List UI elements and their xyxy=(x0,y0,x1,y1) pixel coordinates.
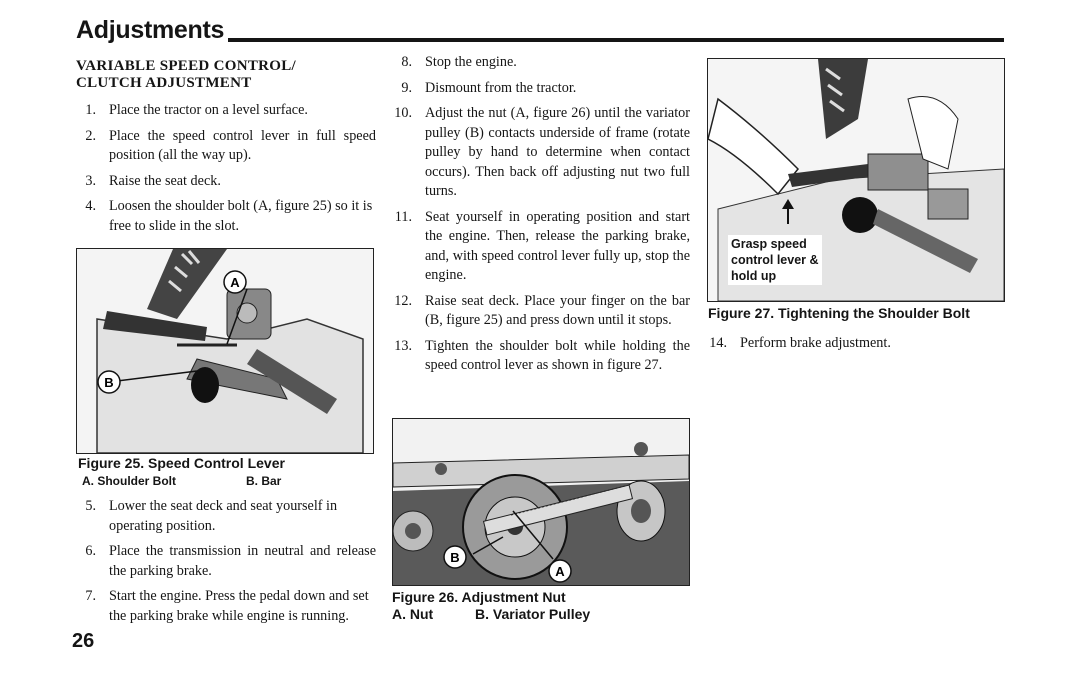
step-10: 10.Adjust the nut (A, figure 26) until t… xyxy=(394,105,690,199)
step-6: 6.Place the transmission in neutral and … xyxy=(85,543,376,579)
step-11: 11.Seat yourself in operating position a… xyxy=(394,208,690,284)
step-3: 3.Raise the seat deck. xyxy=(85,172,221,189)
callout-line-3: hold up xyxy=(731,269,777,283)
figure-25-image: A B xyxy=(76,248,374,454)
step-5: 5.Lower the seat deck and seat yourself … xyxy=(85,498,338,534)
section-title-line-2: CLUTCH ADJUSTMENT xyxy=(76,75,252,91)
callout-line-2: control lever & xyxy=(731,253,819,267)
figure-25-caption: Figure 25. Speed Control Lever xyxy=(78,455,285,471)
figure-27-callout: Grasp speed control lever & hold up xyxy=(728,235,822,285)
column-middle: 8.Stop the engine. 9.Dismount from the t… xyxy=(392,53,690,382)
column-right: 14.Perform brake adjustment. xyxy=(707,334,1003,360)
adjustment-nut-illustration: B A xyxy=(393,419,689,585)
figure-26-legend-b: B. Variator Pulley xyxy=(475,606,591,622)
figure-26-legend-a: A. Nut xyxy=(392,606,434,622)
step-1: 1.Place the tractor on a level surface. xyxy=(85,102,308,118)
figure-26-image: B A xyxy=(392,418,690,586)
step-13: 13.Tighten the shoulder bolt while holdi… xyxy=(394,337,690,374)
heading-rule xyxy=(228,38,1004,42)
figure-25-label-a: A xyxy=(230,275,240,290)
figure-26-label-b: B xyxy=(450,550,459,565)
figure-25-legend-a: A. Shoulder Bolt xyxy=(82,474,176,488)
figure-25-label-b: B xyxy=(104,375,113,390)
column-left: VARIABLE SPEED CONTROL/ CLUTCH ADJUSTMEN… xyxy=(76,58,376,242)
figure-27-image: Grasp speed control lever & hold up xyxy=(707,58,1005,302)
speed-control-lever-illustration: A B xyxy=(77,249,373,453)
step-12: 12.Raise seat deck. Place your finger on… xyxy=(394,292,690,329)
column-left-lower: 5.Lower the seat deck and seat yourself … xyxy=(76,497,376,632)
step-8: 8.Stop the engine. xyxy=(401,54,517,70)
step-2: 2.Place the speed control lever in full … xyxy=(85,127,376,164)
figure-26-label-a: A xyxy=(555,564,565,579)
callout-line-1: Grasp speed xyxy=(731,237,807,251)
section-title: VARIABLE SPEED CONTROL/ CLUTCH ADJUSTMEN… xyxy=(76,58,336,92)
section-title-line-1: VARIABLE SPEED CONTROL/ xyxy=(76,58,297,74)
figure-26-caption: Figure 26. Adjustment Nut xyxy=(392,589,566,605)
page-heading: Adjustments xyxy=(76,16,225,44)
figure-27-caption: Figure 27. Tightening the Shoulder Bolt xyxy=(708,305,970,321)
page-number: 26 xyxy=(72,630,95,652)
step-7: 7.Start the engine. Press the pedal down… xyxy=(85,588,369,624)
step-4: 4.Loosen the shoulder bolt (A, figure 25… xyxy=(85,198,373,234)
step-9: 9.Dismount from the tractor. xyxy=(401,79,577,96)
step-14: 14.Perform brake adjustment. xyxy=(709,335,891,351)
figure-25-legend-b: B. Bar xyxy=(246,474,282,488)
